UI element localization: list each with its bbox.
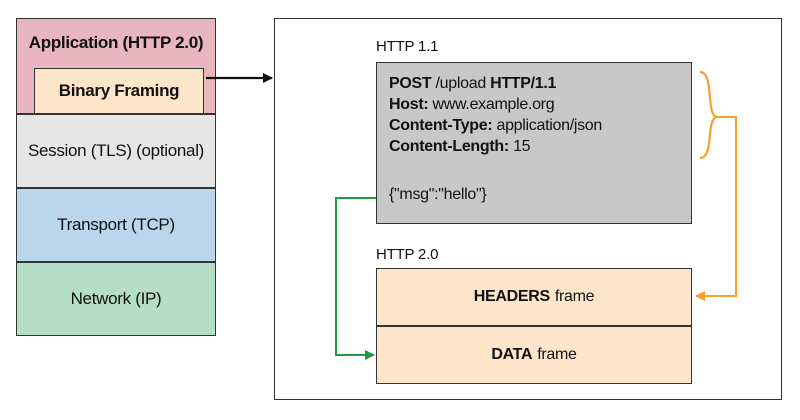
transport-layer-label: Transport (TCP): [57, 215, 175, 234]
http11-label: HTTP 1.1: [376, 38, 439, 55]
header-name: Content-Type:: [389, 117, 493, 134]
application-layer-label: Application (HTTP 2.0): [28, 33, 204, 52]
request-method: POST: [389, 75, 432, 92]
data-frame-suffix: frame: [537, 346, 577, 363]
headers-brace: [699, 70, 719, 160]
transport-layer: Transport (TCP): [16, 188, 216, 262]
binary-framing-label: Binary Framing: [58, 81, 180, 100]
session-layer: Session (TLS) (optional): [16, 114, 216, 188]
header-value: application/json: [492, 117, 602, 134]
data-frame: DATA frame: [376, 326, 692, 384]
data-arrow: [335, 197, 376, 360]
session-layer-label: Session (TLS) (optional): [27, 141, 205, 160]
header-value: www.example.org: [428, 96, 555, 113]
headers-frame-name: HEADERS: [473, 288, 550, 305]
binary-framing-layer: Binary Framing: [34, 68, 204, 114]
request-line: POST /upload HTTP/1.1: [389, 73, 679, 94]
request-path: /upload: [431, 75, 491, 92]
headers-frame-suffix: frame: [554, 288, 595, 305]
http20-label: HTTP 2.0: [376, 246, 439, 263]
message-body: {"msg":"hello"}: [389, 186, 487, 203]
header-name: Content-Length:: [389, 138, 509, 155]
header-value: 15: [508, 138, 531, 155]
header-line: Content-Type: application/json: [389, 115, 679, 136]
network-layer-label: Network (IP): [70, 289, 162, 308]
headers-frame: HEADERS frame: [376, 268, 692, 326]
header-name: Host:: [389, 96, 429, 113]
http11-message: POST /upload HTTP/1.1 Host: www.example.…: [376, 62, 692, 224]
data-frame-name: DATA: [491, 346, 533, 363]
headers-arrow: [695, 116, 737, 301]
header-line: Content-Length: 15: [389, 136, 679, 157]
network-layer: Network (IP): [16, 262, 216, 336]
header-line: Host: www.example.org: [389, 94, 679, 115]
request-version: HTTP/1.1: [490, 75, 557, 92]
